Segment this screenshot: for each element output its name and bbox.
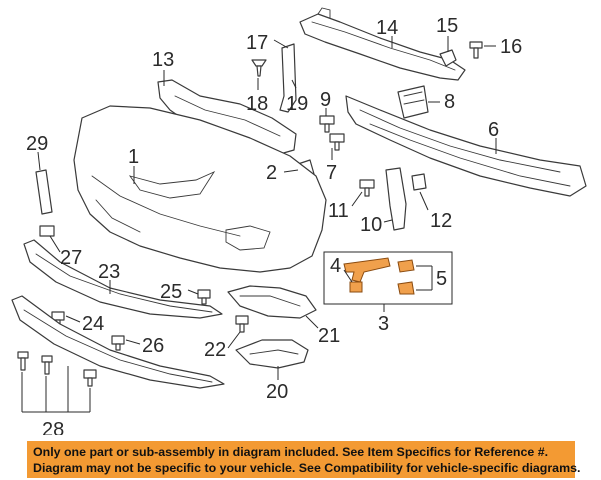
callout-26: 26 — [142, 335, 164, 357]
callout-22: 22 — [204, 339, 226, 361]
part-9-bolt — [319, 115, 335, 133]
callout-29: 29 — [26, 133, 48, 155]
callout-4: 4 — [330, 255, 341, 277]
callout-9: 9 — [320, 89, 331, 111]
callout-10: 10 — [360, 214, 382, 236]
part-29-trim — [35, 169, 53, 215]
callout-3: 3 — [378, 313, 389, 335]
notice-line-1: Only one part or sub-assembly in diagram… — [33, 445, 549, 459]
callout-16: 16 — [500, 36, 522, 58]
part-23-deflector — [23, 239, 223, 319]
parts-diagram: 1 2 3 4 5 6 7 8 9 10 11 12 13 14 15 16 1… — [11, 7, 587, 435]
part-27-clip — [39, 225, 55, 237]
leader-lines — [21, 36, 497, 413]
callout-7: 7 — [326, 162, 337, 184]
part-14-upper-support — [299, 7, 466, 81]
part-18-push-pin — [251, 59, 267, 77]
callout-15: 15 — [436, 15, 458, 37]
part-1-bumper-cover — [73, 105, 327, 273]
callout-18: 18 — [246, 93, 268, 115]
callout-12: 12 — [430, 210, 452, 232]
callout-17: 17 — [246, 32, 268, 54]
part-7-bolt — [329, 133, 345, 151]
callout-6: 6 — [488, 119, 499, 141]
part-19-bracket — [279, 43, 297, 113]
callout-labels: 1 2 3 4 5 6 7 8 9 10 11 12 13 14 15 16 1… — [26, 15, 522, 435]
part-28-bolts — [17, 351, 97, 387]
part-28-valance — [11, 295, 225, 389]
callout-24: 24 — [82, 313, 104, 335]
part-8-bracket — [397, 85, 429, 119]
callout-21: 21 — [318, 325, 340, 347]
callout-23: 23 — [98, 261, 120, 283]
callout-11: 11 — [328, 200, 349, 222]
part-21-bezel — [227, 285, 317, 319]
callout-19: 19 — [286, 93, 308, 115]
part-11-bolt — [359, 179, 375, 197]
part-12-clip — [411, 173, 427, 191]
callout-1: 1 — [128, 146, 139, 168]
callout-27: 27 — [60, 247, 82, 269]
part-10-bracket — [385, 167, 407, 231]
part-20-bezel — [235, 339, 309, 369]
callout-8: 8 — [444, 91, 455, 113]
compatibility-notice-banner: Only one part or sub-assembly in diagram… — [27, 441, 581, 478]
callout-2: 2 — [266, 162, 277, 184]
part-6-impact-bar — [345, 95, 587, 197]
callout-5: 5 — [436, 268, 447, 290]
part-22-bolt — [235, 315, 249, 333]
callout-14: 14 — [376, 17, 398, 39]
part-16-bolt — [469, 41, 483, 59]
part-25-bolt — [197, 289, 211, 305]
callout-13: 13 — [152, 49, 174, 71]
part-26-bolt — [111, 335, 125, 351]
notice-line-2: Diagram may not be specific to your vehi… — [33, 461, 581, 475]
callout-25: 25 — [160, 281, 182, 303]
callout-20: 20 — [266, 381, 288, 403]
callout-28: 28 — [42, 419, 64, 435]
part-3-subassembly-box — [323, 251, 453, 305]
